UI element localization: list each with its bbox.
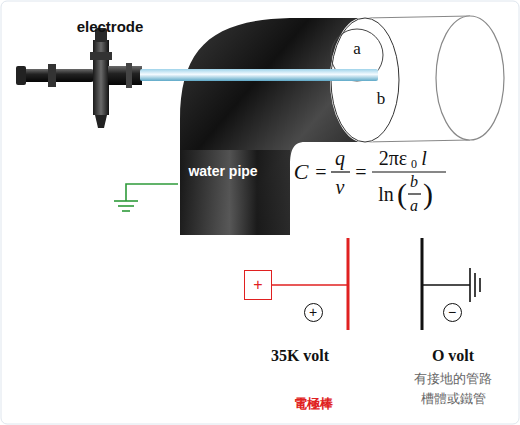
formula-symbol: q — [335, 147, 345, 169]
dimension-label: a — [353, 40, 361, 59]
note-text: 有接地的管路 — [414, 372, 492, 386]
polarity-sign: + — [309, 305, 317, 319]
formula-symbol: 2πε — [379, 147, 408, 169]
formula-symbol: v — [336, 176, 345, 198]
formula-symbol: ln — [378, 183, 394, 205]
polarity-sign: + — [253, 277, 262, 293]
formula-symbol: l — [421, 147, 427, 169]
electrode-device — [16, 28, 142, 128]
formula-symbol: = — [315, 161, 326, 183]
electrode-rod — [140, 69, 378, 81]
positive-electrode-symbol — [272, 238, 350, 330]
formula-symbol: b — [410, 173, 418, 191]
polarity-box: + — [244, 270, 272, 300]
formula-symbol: ( — [397, 177, 407, 210]
polarity-circle: − — [443, 303, 462, 322]
formula-symbol: C — [294, 160, 309, 184]
dimension-label: b — [377, 90, 386, 109]
formula-subscript: 0 — [411, 158, 417, 171]
polarity-circle: + — [304, 303, 323, 322]
formula-symbol: = — [355, 161, 366, 183]
formula-symbol: ) — [423, 177, 433, 210]
polarity-sign: − — [448, 305, 456, 319]
ground-symbol — [114, 184, 178, 211]
water-pipe — [180, 18, 399, 235]
voltage-label: O volt — [432, 347, 474, 365]
part-name: 電極棒 — [294, 397, 333, 411]
formula-symbol: a — [410, 197, 418, 215]
part-name: water pipe — [188, 164, 257, 179]
part-name: electrode — [77, 19, 144, 36]
voltage-label: 35K volt — [271, 347, 329, 365]
grounded-plate-symbol — [421, 238, 481, 330]
note-text: 槽體或鐵管 — [421, 392, 486, 406]
